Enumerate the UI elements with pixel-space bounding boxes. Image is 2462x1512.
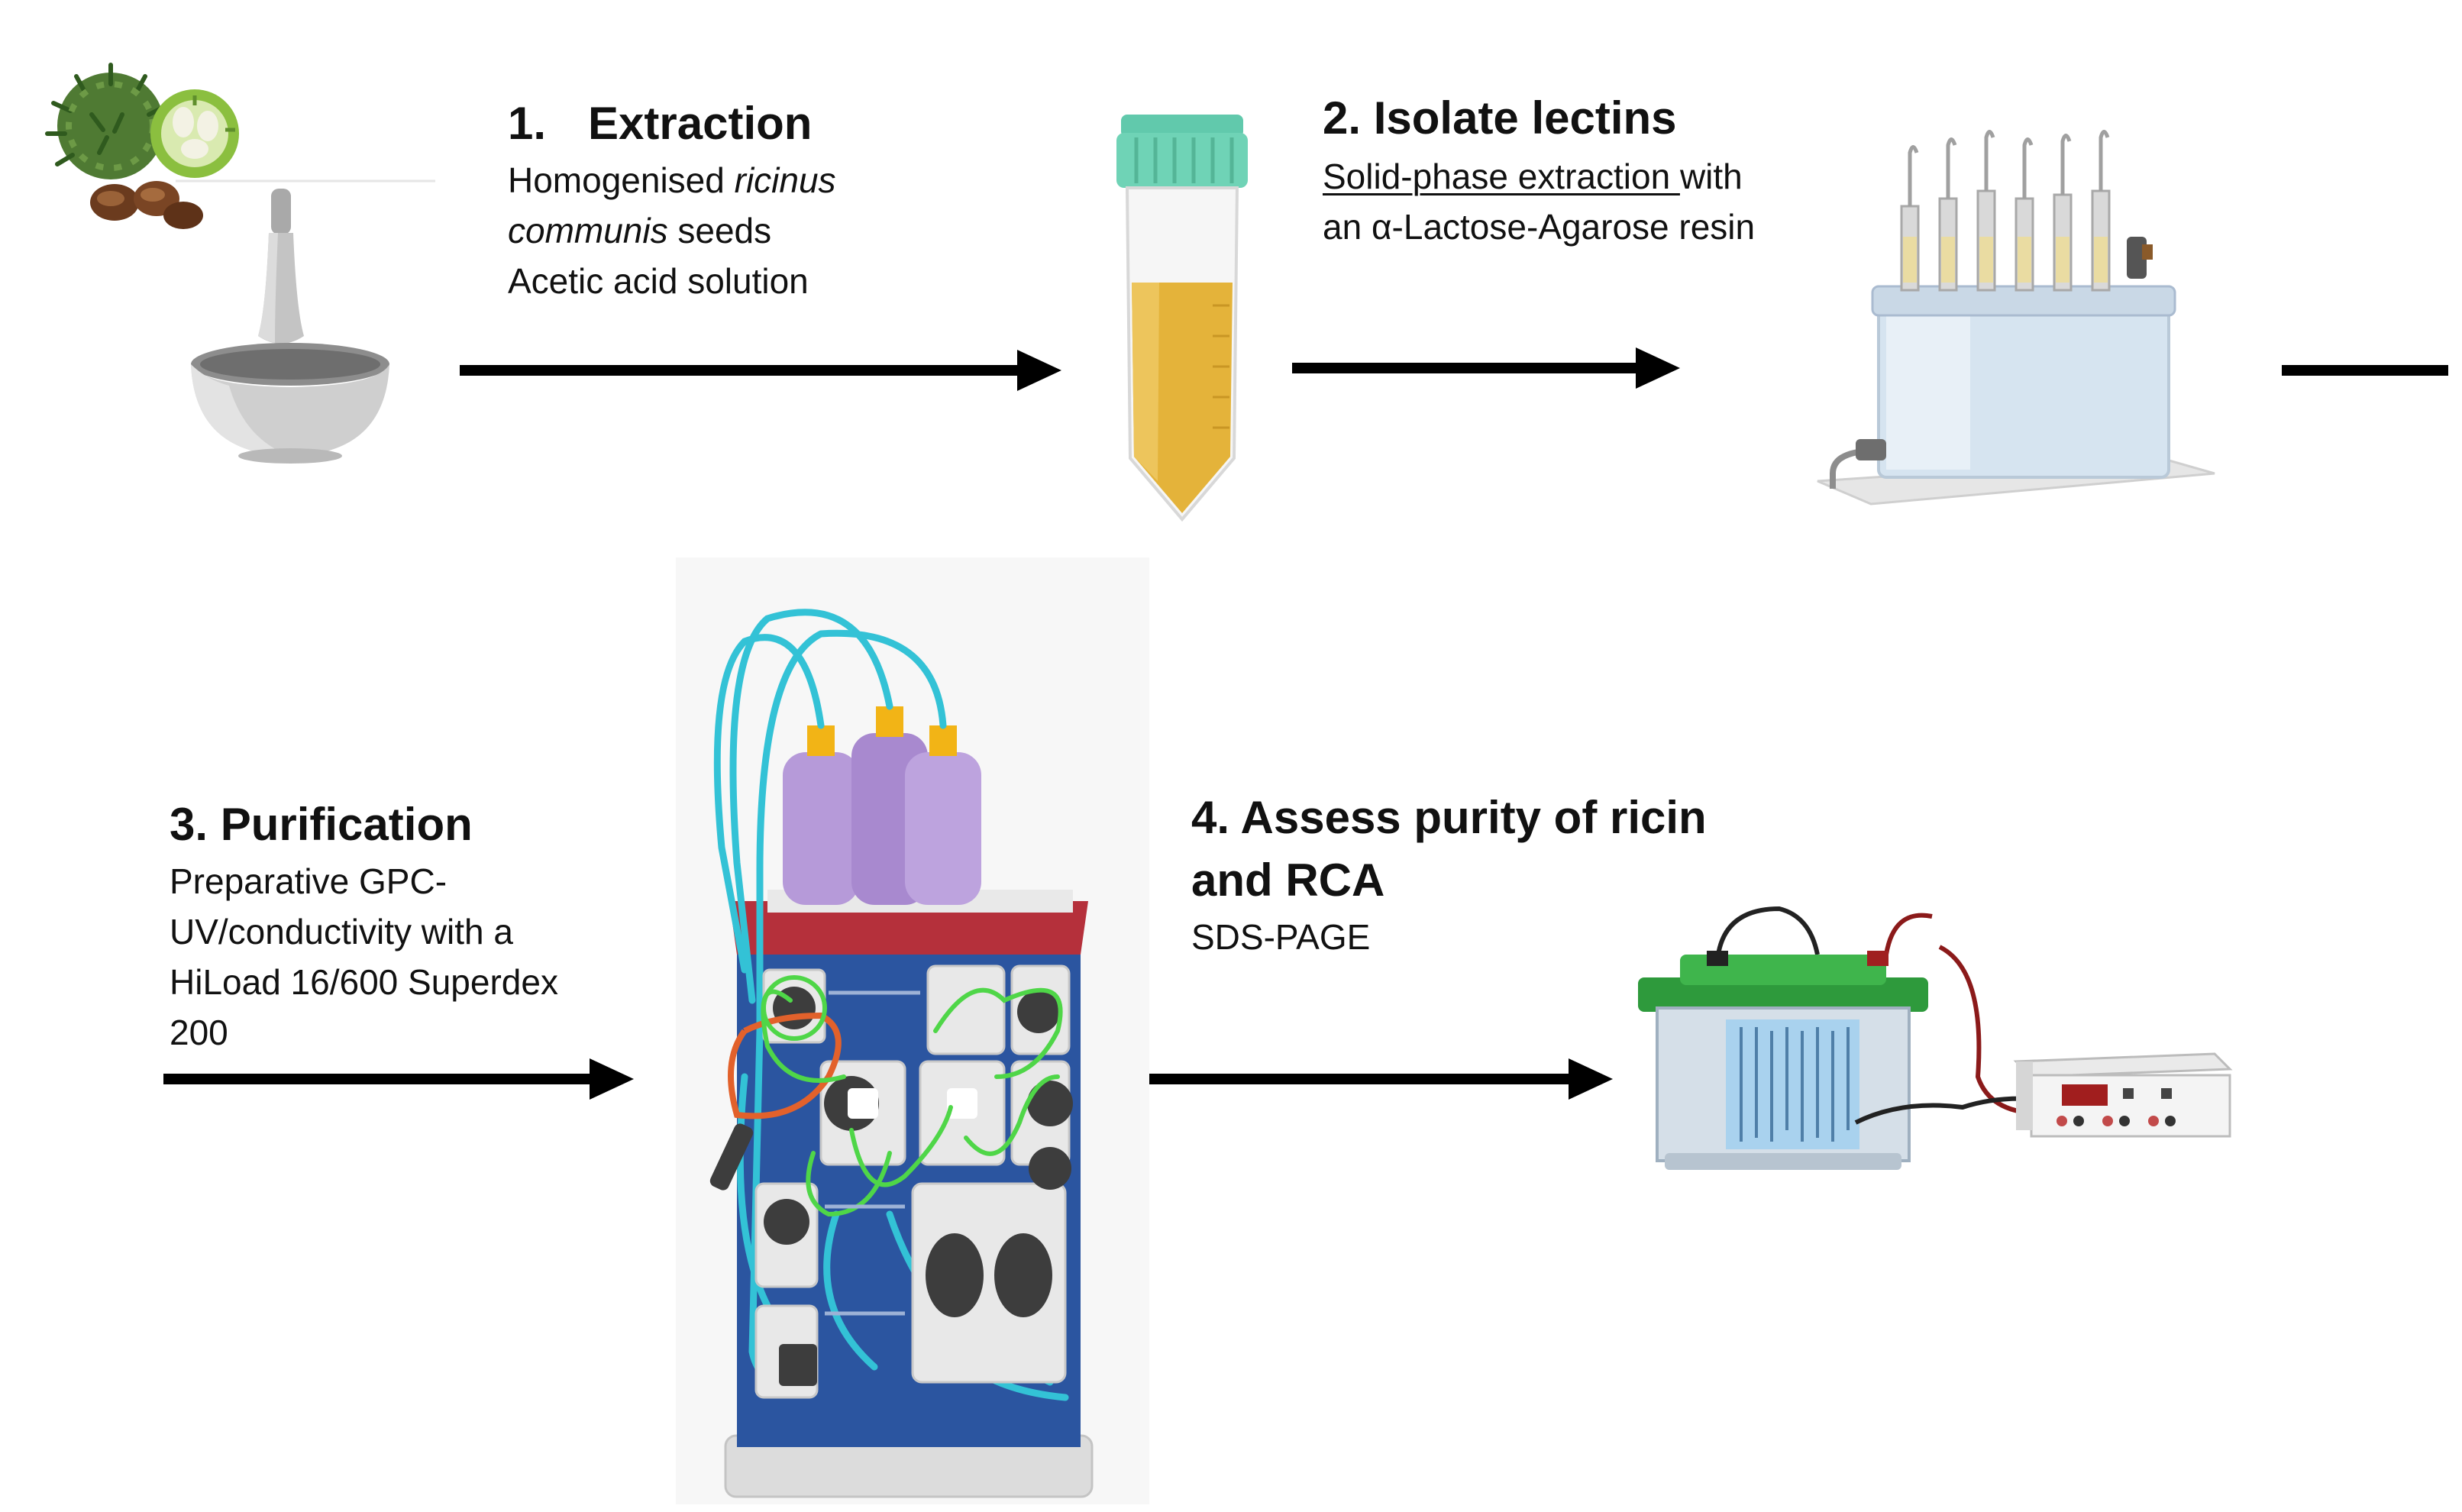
step-1-line-1-text: Homogenised — [508, 160, 735, 200]
step-4-text: 4. Assess purity of ricin and RCA SDS-PA… — [1191, 787, 1726, 962]
step-3-text: 3. Purification Preparative GPC- UV/cond… — [170, 796, 658, 1058]
arrow-2 — [1292, 347, 1680, 389]
step-4-line-1: SDS-PAGE — [1191, 917, 1371, 957]
step-3-line-4: 200 — [170, 1013, 228, 1052]
step-4-title: 4. Assess purity of ricin — [1191, 787, 1726, 849]
step-2-line-1: Solid-phase extraction with — [1323, 151, 1827, 202]
step-1-number: 1. — [508, 98, 547, 149]
step-3-line-2: UV/conductivity with a — [170, 912, 513, 951]
step-1-line-1-italic: ricinus — [734, 160, 836, 200]
arrow-3 — [163, 1058, 634, 1100]
step-1-title-text: Extraction — [588, 98, 813, 149]
step-1-title: 1. Extraction — [508, 95, 935, 152]
arrow-4 — [1145, 1058, 1613, 1100]
step-3-line-3: HiLoad 16/600 Superdex — [170, 962, 558, 1002]
step-4-title-line-1: Assess purity of ricin — [1240, 792, 1707, 843]
centrifuge-tube-icon — [1116, 115, 1248, 522]
electrophoresis-tank-icon — [1638, 906, 1933, 1170]
step-1-line-2-italic: communis — [508, 211, 668, 250]
step-2-text: 2. Isolate lectins Solid-phase extractio… — [1323, 90, 1827, 252]
step-1-line-2-text: seeds — [667, 211, 772, 250]
step-2-title: 2. Isolate lectins — [1323, 90, 1827, 147]
step-1-text: 1. Extraction Homogenised ricinus communi… — [508, 95, 935, 306]
spe-manifold-icon — [1817, 130, 2215, 506]
step-3-line-1: Preparative GPC- — [170, 861, 447, 901]
step-2-line-1-text: with — [1679, 157, 1743, 196]
step-1-line-3: Acetic acid solution — [508, 261, 809, 301]
step-3-number: 3. — [170, 799, 208, 850]
step-4-number: 4. — [1191, 792, 1230, 843]
step-2-line-2: an α-Lactose-Agarose resin — [1323, 207, 1756, 247]
step-2-underlined-text: Solid-phase extraction — [1323, 157, 1680, 196]
step-4-title-line-2: and RCA — [1191, 855, 1385, 906]
mortar-pestle-icon — [176, 179, 435, 464]
step-1-line-2: communis seeds — [508, 205, 935, 256]
step-3-title-text: Purification — [220, 799, 473, 850]
castor-seeds-icon — [45, 63, 239, 229]
chromatography-system-icon — [676, 557, 1149, 1504]
step-1-line-1: Homogenised ricinus — [508, 155, 935, 205]
step-2-title-text: Isolate lectins — [1373, 92, 1677, 144]
step-3-title: 3. Purification — [170, 796, 658, 853]
arrow-1 — [460, 350, 1061, 391]
power-supply-icon — [2013, 1052, 2233, 1138]
step-2-number: 2. — [1323, 92, 1362, 144]
